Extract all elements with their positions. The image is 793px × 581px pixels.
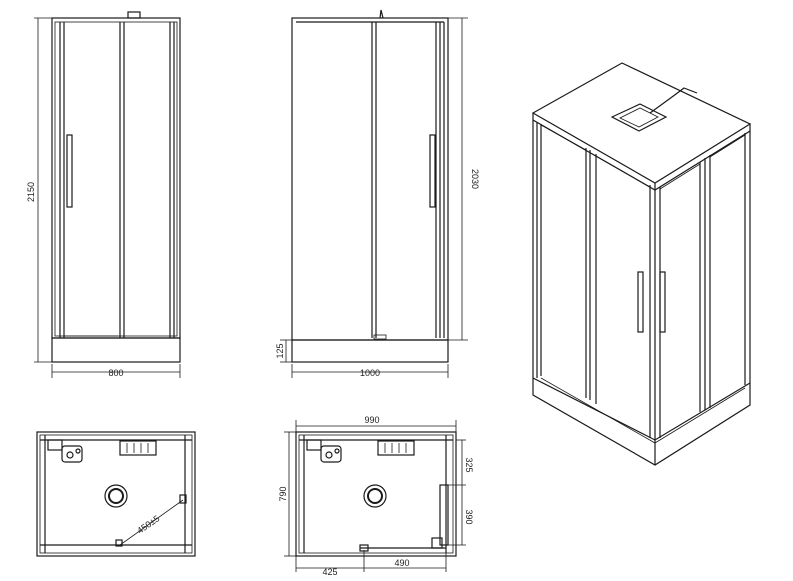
front-height-label: 2150 [26, 182, 36, 202]
plan-right-bottom-right-label: 490 [394, 558, 409, 568]
iso-roof-panel [610, 103, 668, 132]
plan-right-side-upper-dimension: 325 [448, 439, 474, 486]
top-cable [379, 9, 384, 19]
plan-right-vent [377, 440, 415, 456]
iso-roof [531, 62, 752, 184]
plan-left-vent [119, 440, 157, 456]
plan-right-bottom-left-label: 425 [322, 567, 337, 577]
plan-left-drain [104, 484, 128, 508]
side-tray-height-label: 125 [275, 343, 285, 358]
plan-right-width-dimension: 990 [295, 415, 457, 432]
plan-right-side-lower-dimension: 390 [448, 485, 474, 546]
plan-right-depth-dimension: 790 [278, 431, 296, 557]
side-door-handle [429, 134, 436, 208]
side-tray [291, 339, 449, 363]
plan-right-outline [295, 431, 457, 557]
side-elevation: 125 2030 1000 [275, 9, 480, 378]
plan-right-bottom-dimensions: 425 490 [295, 550, 447, 577]
plan-right-drain [363, 484, 387, 508]
front-height-dimension: 2150 [26, 17, 52, 363]
side-width-label: 1000 [360, 368, 380, 378]
iso-tray-top [532, 377, 751, 441]
side-door-height-dimension: 2030 [448, 17, 480, 341]
plan-left-outline [36, 431, 196, 557]
iso-cable [649, 87, 698, 114]
iso-handle-left [637, 271, 644, 333]
plan-view-left: 450±5 [36, 431, 196, 557]
front-tray [51, 337, 181, 363]
top-fitting [127, 11, 141, 19]
front-frame [51, 17, 181, 339]
front-width-dimension: 800 [51, 364, 181, 378]
plan-right-depth-label: 790 [278, 486, 288, 501]
side-door-height-label: 2030 [470, 169, 480, 189]
plan-left-waste-distance-label: 450±5 [135, 513, 161, 536]
front-elevation: 2150 800 [26, 11, 181, 378]
plan-left-control-unit [47, 439, 63, 451]
plan-right-side-lower-label: 390 [464, 509, 474, 524]
iso-handle-right [659, 271, 666, 333]
front-door-handle [66, 134, 73, 208]
plan-view-right: 990 790 325 390 425 490 [278, 415, 474, 577]
side-frame [291, 17, 449, 341]
plan-right-width-label: 990 [364, 415, 379, 425]
isometric-view [531, 62, 752, 466]
side-tray-height-dimension: 125 [275, 339, 292, 363]
side-width-dimension: 1000 [291, 364, 449, 378]
plan-right-side-upper-label: 325 [464, 457, 474, 472]
front-width-label: 800 [108, 368, 123, 378]
